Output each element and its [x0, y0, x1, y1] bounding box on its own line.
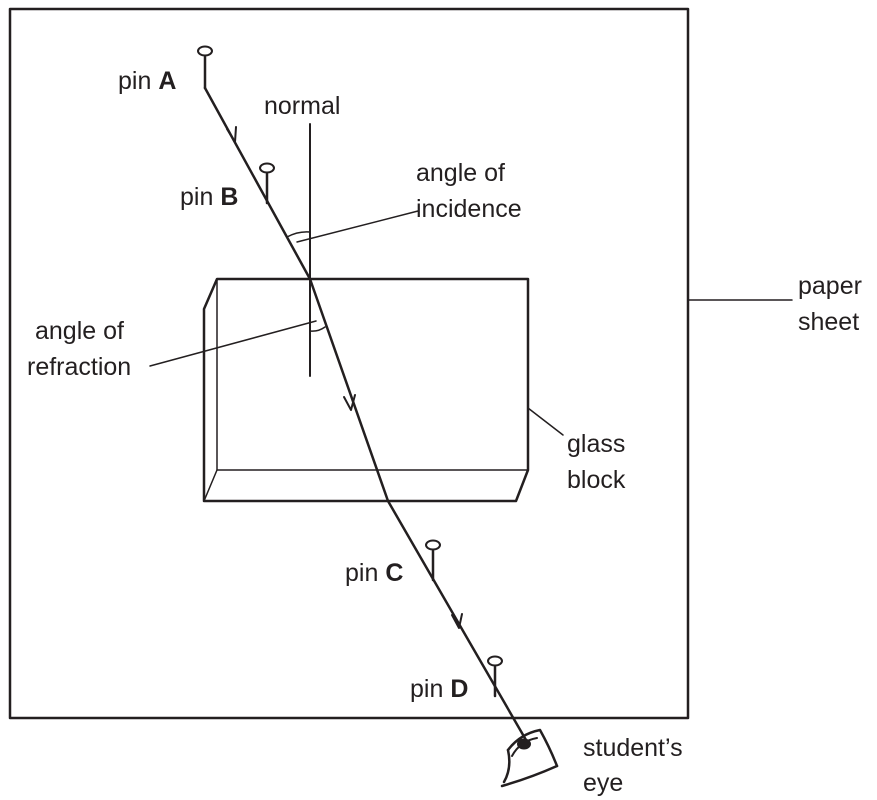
- pin-b: [259, 162, 275, 205]
- ray-arrow-2: [343, 394, 356, 411]
- glass-block: [202, 277, 530, 503]
- student-eye-label-line1: student’s: [583, 734, 683, 762]
- glass-block-label-line2: block: [567, 466, 626, 494]
- angle-of-incidence-label-line1: angle of: [416, 159, 505, 187]
- leader-angle-of-incidence: [296, 210, 419, 243]
- pin-d-label: pin D: [410, 675, 468, 703]
- light-ray: [203, 86, 528, 742]
- paper-sheet: [8, 7, 690, 720]
- angle-of-refraction-label-line2: refraction: [27, 353, 131, 381]
- paper-sheet-label-line1: paper: [798, 272, 862, 300]
- student-eye-label-line2: eye: [583, 769, 623, 797]
- leader-angle-of-refraction: [149, 320, 317, 367]
- paper-sheet-label-line2: sheet: [798, 308, 859, 336]
- pin-a: [197, 45, 213, 90]
- ray-arrow-1: [226, 126, 237, 143]
- pin-c-label: pin C: [345, 559, 403, 587]
- angle-of-incidence-label-line2: incidence: [416, 195, 522, 223]
- eye-pupil: [517, 738, 531, 750]
- angle-of-refraction-label-line1: angle of: [35, 317, 124, 345]
- angle-of-refraction-arc: [309, 326, 326, 332]
- ray-arrow-3: [451, 613, 463, 629]
- pin-b-label: pin B: [180, 183, 238, 211]
- pin-a-label: pin A: [118, 67, 176, 95]
- pin-d: [487, 655, 503, 698]
- angle-of-incidence-arc: [286, 231, 311, 238]
- pin-c: [425, 539, 441, 582]
- leader-glass-block: [527, 407, 564, 436]
- glass-block-label-line1: glass: [567, 430, 625, 458]
- student-eye-icon: [500, 728, 559, 788]
- normal-label: normal: [264, 92, 340, 120]
